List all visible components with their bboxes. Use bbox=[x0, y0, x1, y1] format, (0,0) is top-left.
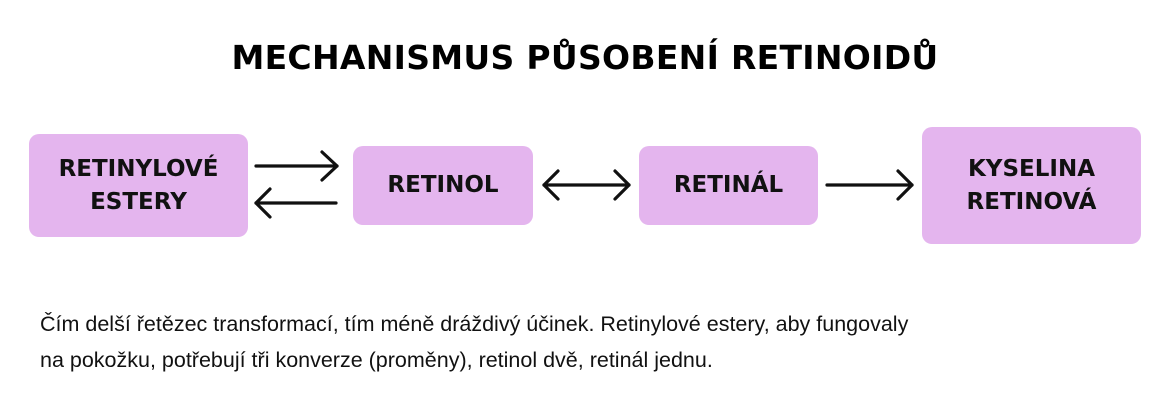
right-arrow-icon bbox=[254, 150, 339, 182]
node-retinol: RETINOL bbox=[353, 146, 533, 225]
left-arrow-icon bbox=[254, 187, 338, 219]
node-label-line: RETINYLOVÉ bbox=[58, 155, 219, 182]
description-text: Čím delší řetězec transformací, tím méně… bbox=[40, 306, 1150, 378]
node-label-line: ESTERY bbox=[90, 188, 187, 215]
node-label: RETINÁL bbox=[673, 172, 784, 198]
description-line: na pokožku, potřebují tři konverze (prom… bbox=[40, 348, 713, 372]
node-retinyl-esters: RETINYLOVÉ ESTERY bbox=[29, 134, 248, 237]
diagram-title: MECHANISMUS PŮSOBENÍ RETINOIDŮ bbox=[231, 38, 939, 77]
node-retinal: RETINÁL bbox=[639, 146, 818, 225]
node-label-line: KYSELINA bbox=[967, 155, 1096, 182]
node-label: RETINOL bbox=[387, 172, 499, 198]
right-arrow-icon bbox=[825, 169, 914, 201]
node-label-line: RETINOVÁ bbox=[966, 188, 1097, 215]
node-retinoic-acid: KYSELINA RETINOVÁ bbox=[922, 127, 1141, 244]
description-line: Čím delší řetězec transformací, tím méně… bbox=[40, 312, 909, 336]
double-arrow-icon bbox=[542, 169, 631, 201]
